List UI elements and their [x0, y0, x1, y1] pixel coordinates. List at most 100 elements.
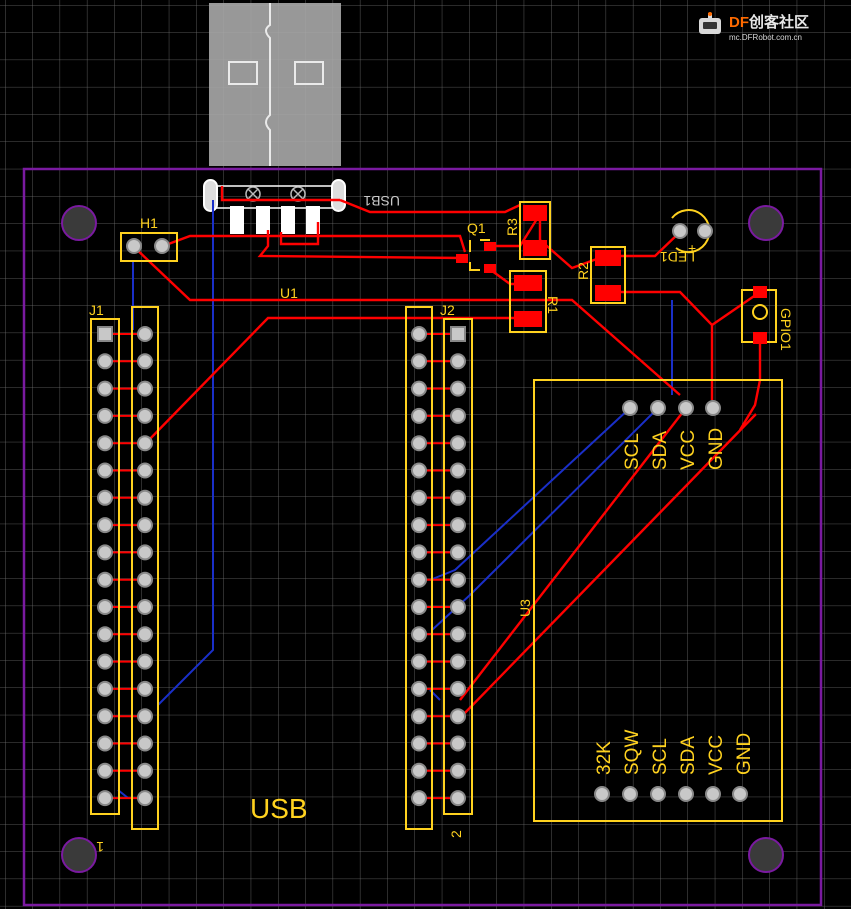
led-led1[interactable] [671, 209, 713, 253]
q1-outline [469, 239, 490, 271]
usb-window-right [294, 61, 324, 85]
header-pad [450, 599, 466, 615]
header-pad [97, 571, 113, 588]
module-u3[interactable]: SCL SDA VCC GND 32K SQW SCL SDA VCC GND [533, 379, 783, 822]
header-pad [137, 435, 153, 452]
top-copper [132, 186, 762, 719]
header-pad [411, 380, 427, 397]
j1-outline-right [131, 306, 159, 830]
header-pad [137, 517, 153, 534]
u3-bottom-pin-label: SCL [650, 738, 671, 775]
header-pad [450, 653, 466, 670]
resistor-r3[interactable] [519, 201, 551, 260]
header-pad [97, 517, 113, 534]
header-pad [450, 462, 466, 479]
u3-bottom-pads [594, 786, 748, 802]
header-pad [137, 653, 153, 670]
header-pad [411, 353, 427, 370]
header-pad [137, 326, 153, 342]
mount-holes [61, 205, 784, 873]
mount-hole-tl [61, 205, 97, 241]
header-pad [411, 571, 427, 588]
header-pad [411, 790, 427, 807]
resistor-r1[interactable] [509, 270, 547, 333]
header-pad [411, 626, 427, 643]
j1-pads [97, 326, 153, 807]
resistor-r2[interactable] [590, 246, 626, 304]
header-pad [450, 571, 466, 588]
label-r2: R2 [575, 262, 591, 280]
h1-pad-1 [126, 238, 142, 254]
header-pad [450, 380, 466, 397]
header-j1[interactable] [90, 306, 159, 830]
mount-hole-bl [61, 837, 97, 873]
label-q1: Q1 [467, 220, 486, 236]
j2-stubs [426, 333, 452, 800]
trace-vcc [459, 407, 687, 701]
label-usb-text: USB [250, 793, 308, 824]
header-pad [450, 407, 466, 424]
header-pad [137, 380, 153, 397]
header-pad [411, 599, 427, 615]
header-pad [411, 735, 427, 752]
label-r3: R3 [504, 218, 520, 236]
j1-outline-left [90, 318, 120, 815]
usb-shield-pad-right [331, 179, 346, 212]
j2-pads [411, 326, 466, 807]
trace-h1-net [132, 245, 681, 396]
u3-outline [533, 379, 783, 822]
trace-scl-bottom [429, 407, 631, 581]
usb-pins [230, 206, 320, 234]
header-h1[interactable] [120, 232, 178, 262]
header-pad [137, 790, 153, 807]
header-pad [97, 435, 113, 452]
header-gpio1[interactable] [741, 286, 777, 344]
u3-top-pin-label: VCC [678, 430, 699, 470]
header-pad [450, 626, 466, 643]
u3-bottom-pin-label: SDA [678, 736, 699, 775]
header-pad [137, 762, 153, 779]
header-pad [137, 735, 153, 752]
header-pad [137, 680, 153, 697]
header-pad [137, 626, 153, 643]
u3-top-pads [622, 400, 721, 416]
header-pad [450, 489, 466, 506]
label-u3: U3 [517, 599, 533, 617]
header-pad [450, 326, 466, 342]
h1-pad-2 [154, 238, 170, 254]
label-usb1: USB1 [363, 193, 400, 209]
header-pad [411, 653, 427, 670]
header-pad [97, 735, 113, 752]
header-pad [450, 762, 466, 779]
header-pad [411, 489, 427, 506]
label-r1: R1 [545, 296, 561, 314]
u3-bottom-pin-label: VCC [706, 735, 727, 775]
label-j2: J2 [440, 302, 455, 318]
header-pad [450, 544, 466, 561]
u3-bottom-pin-label: SQW [622, 730, 643, 775]
transistor-q1[interactable] [456, 239, 496, 273]
usb-shield-pad-left [203, 179, 218, 212]
header-pad [137, 353, 153, 370]
j1-stubs [112, 333, 138, 800]
header-pad [450, 790, 466, 807]
usb-connector[interactable] [203, 3, 346, 234]
header-pad [411, 708, 427, 725]
header-pad [137, 571, 153, 588]
label-pin2: 2 [448, 830, 464, 838]
label-j1: J1 [89, 302, 104, 318]
board-outline [22, 167, 823, 907]
label-led1: LED1 [660, 249, 695, 265]
label-pin1: 1 [96, 839, 104, 855]
header-pad [411, 435, 427, 452]
header-pad [137, 462, 153, 479]
header-pad [411, 517, 427, 534]
label-h1: H1 [140, 215, 158, 231]
header-pad [97, 380, 113, 397]
header-pad [411, 680, 427, 697]
header-pad [411, 326, 427, 342]
u3-bottom-pin-label: 32K [594, 741, 615, 775]
header-pad [450, 708, 466, 725]
header-j2[interactable] [405, 306, 473, 830]
